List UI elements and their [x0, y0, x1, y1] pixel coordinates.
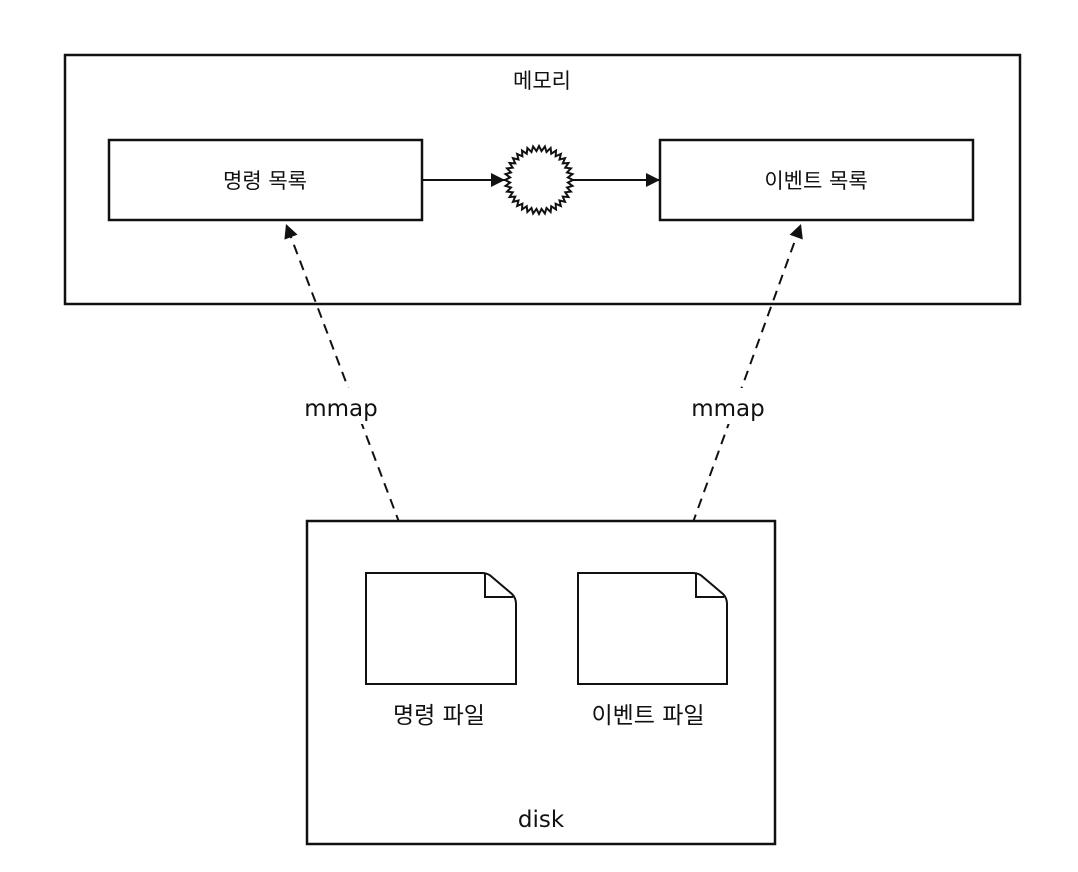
disk-container: disk [305, 519, 777, 846]
command-file-node[interactable]: 명령 파일 [365, 572, 517, 729]
event-file-icon[interactable] [577, 572, 728, 685]
mmap-label-left: mmap [304, 396, 378, 422]
event-file-fold [695, 574, 724, 598]
event-list-box[interactable] [658, 138, 975, 222]
command-list-node[interactable]: 명령 목록 [107, 138, 424, 222]
mmap-label-right: mmap [691, 396, 765, 422]
command-file-fold [484, 574, 513, 598]
event-file-label: 이벤트 파일 [591, 703, 704, 729]
disk-container-label: disk [518, 807, 565, 833]
processor-burst-icon [502, 143, 576, 217]
memory-container-label: 메모리 [513, 69, 571, 93]
event-file-node[interactable]: 이벤트 파일 [577, 572, 728, 729]
command-file-icon[interactable] [365, 572, 517, 685]
event-list-label: 이벤트 목록 [764, 169, 867, 193]
edge-event-file-mmap [674, 223, 803, 573]
event-list-node[interactable]: 이벤트 목록 [658, 138, 975, 222]
command-file-label: 명령 파일 [393, 703, 485, 729]
edge-command-file-mmap [284, 223, 419, 573]
mmap-label-bg-right [686, 388, 770, 424]
disk-container-frame [305, 519, 777, 846]
command-list-label: 명령 목록 [223, 169, 307, 193]
command-list-box[interactable] [107, 138, 424, 222]
mmap-label-bg-left [300, 388, 384, 424]
